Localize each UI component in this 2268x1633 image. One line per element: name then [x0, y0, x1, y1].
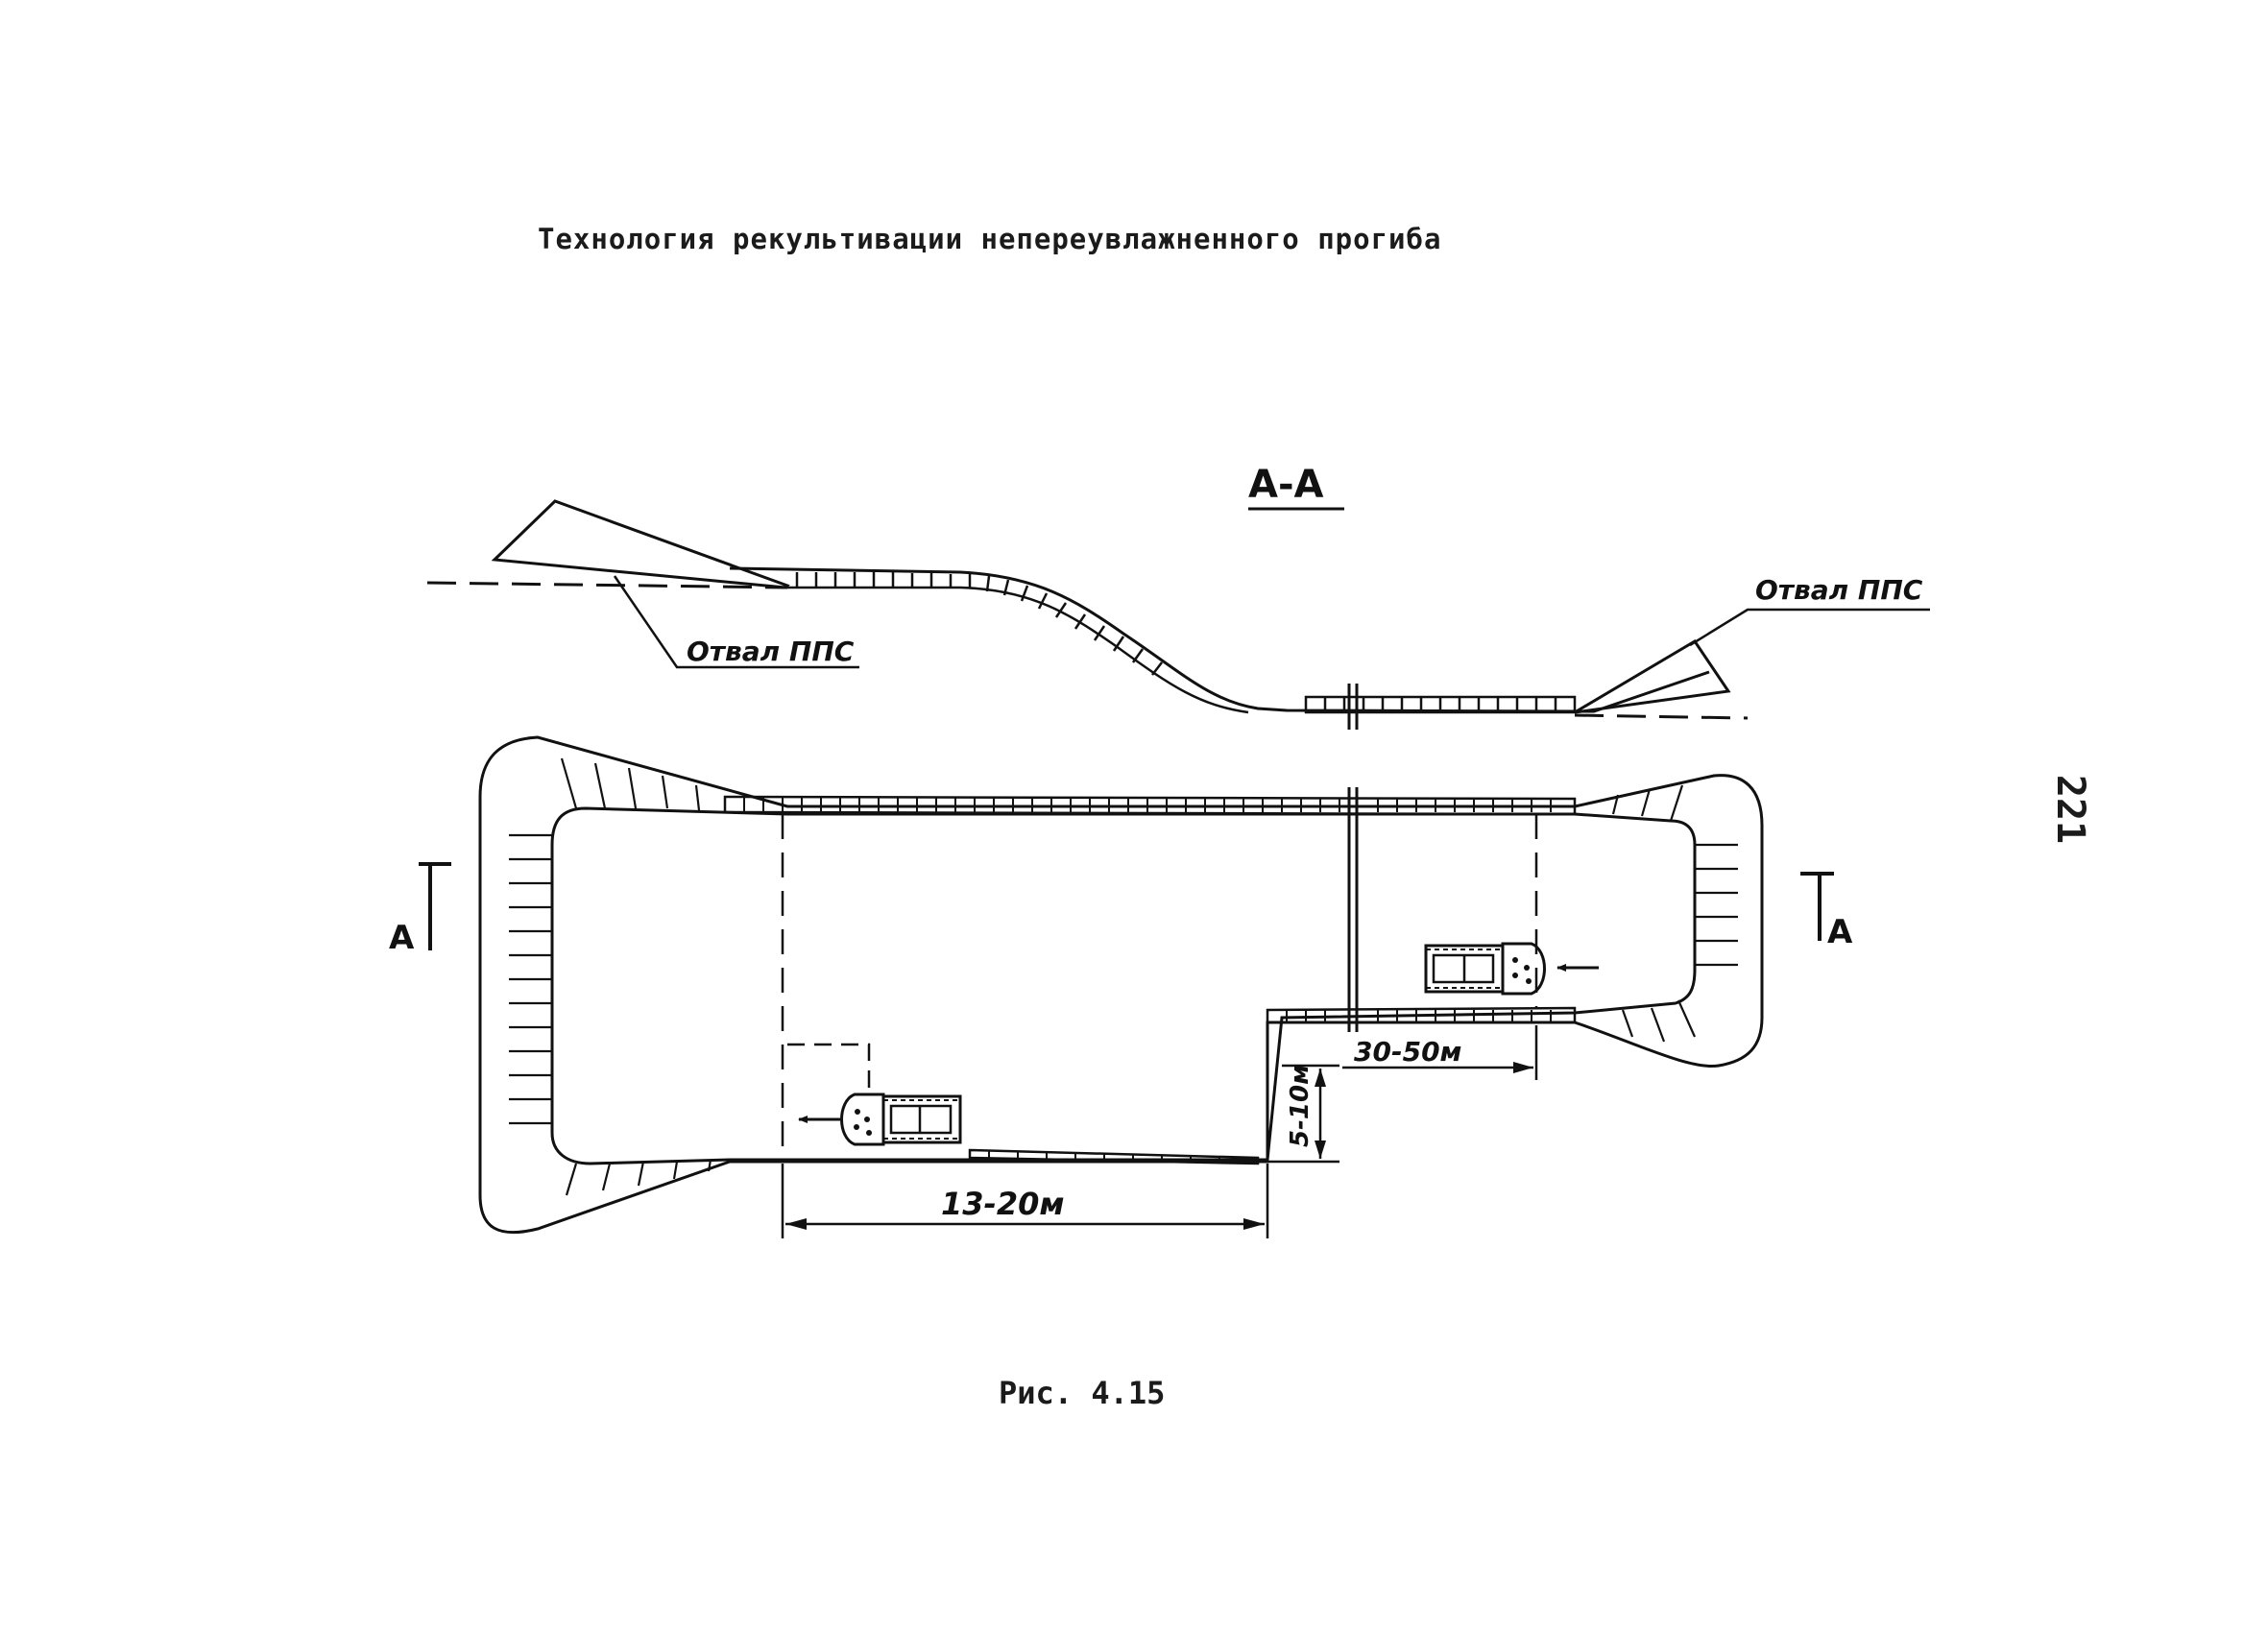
bulldozer-right [1424, 942, 1599, 996]
bulldozer-left [798, 1093, 962, 1146]
plan-bottom-right-strip [1266, 1006, 1577, 1024]
section-profile-hatching [795, 572, 1163, 676]
plan-right-slope-hatching [1611, 784, 1738, 1043]
plan-left-slope-hatching [509, 757, 712, 1196]
bulldozer-left-blade [840, 1093, 885, 1146]
section-marker-left-label: А [389, 919, 415, 957]
plan-dashed-route [787, 1043, 871, 1094]
original-ground-dashed-left [426, 581, 788, 589]
section-profile-lower [787, 586, 1249, 714]
page-number: 221 [2048, 774, 2093, 845]
dimension-strip-length-label: 30-50м [1354, 1036, 1461, 1068]
bulldozer-left-body [881, 1094, 962, 1144]
left-dump-leader [613, 575, 859, 669]
plan-outer-contour [478, 735, 1764, 1235]
dimension-width: 13-20м [781, 1164, 1269, 1238]
bulldozer-right-blade [1501, 942, 1546, 996]
left-dump-label: Отвал ППС [687, 636, 855, 667]
right-dump-shape [1574, 638, 1731, 714]
section-profile-line [729, 566, 1710, 713]
section-marker-right: А [1800, 872, 1853, 951]
section-marker-left: А [389, 862, 451, 957]
section-label: А-А [1248, 463, 1324, 507]
figure-caption: Рис. 4.15 [999, 1375, 1166, 1411]
section-bottom-hatching [1323, 697, 1557, 712]
dimension-strip-length: 30-50м [1342, 1025, 1538, 1080]
plan-top-strip [723, 795, 1577, 816]
dimension-width-label: 13-20м [941, 1186, 1065, 1222]
right-dump-label: Отвал ППС [1755, 574, 1923, 606]
left-dump-shape [491, 499, 790, 589]
dimension-step-height: 5-10м [1267, 1065, 1339, 1164]
plan-view: А А 13-20м 5-10м [389, 735, 1853, 1238]
plan-bottom-left-strip-hatching [988, 1150, 1220, 1163]
page-title: Технология рекультивации непереувлажненн… [538, 223, 1442, 255]
plan-bottom-right-strip-hatching [1286, 1010, 1552, 1022]
section-marker-right-label: А [1827, 913, 1853, 951]
plan-inner-contour [550, 806, 1697, 1165]
right-dump-leader [1689, 608, 1930, 647]
section-view: А-А [426, 463, 1930, 730]
original-ground-dashed-right [1574, 713, 1749, 720]
plan-top-strip-hatching [743, 798, 1552, 812]
dimension-step-height-label: 5-10м [1286, 1065, 1315, 1147]
